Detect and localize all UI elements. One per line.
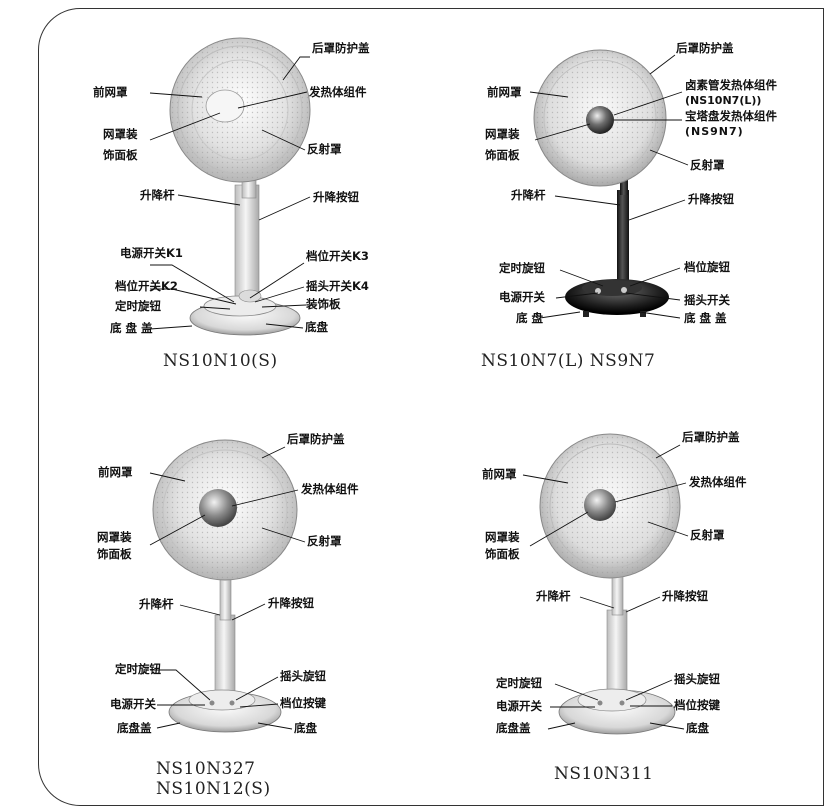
label-timer-knob: 定时旋钮 [499,261,545,275]
label-trim-line1: 网罩装 [485,530,520,544]
leader-lines-1 [149,56,311,330]
label-power-switch-k1: 电源开关K1 [120,246,183,260]
label-halogen-model: (NS10N7(L)) [685,94,762,107]
label-rear-cover: 后罩防护盖 [682,430,740,444]
label-rear-cover: 后罩防护盖 [312,41,370,55]
label-trim-line2: 饰面板 [485,547,520,561]
label-base-cover: 底 盘 盖 [684,311,727,325]
label-base: 底盘 [305,320,328,334]
label-front-grille: 前网罩 [93,85,128,99]
label-trim-line1: 网罩装 [485,127,520,141]
label-swing-switch: 摇头开关 [684,293,730,307]
label-base: 底盘 [294,721,317,735]
model-name-line2: NS10N12(S) [156,779,271,799]
label-deco-panel: 装饰板 [306,297,341,311]
leader-lines-2 [529,54,689,319]
label-power-switch: 电源开关 [499,290,545,304]
heater-illustration-3 [152,439,298,733]
heater-illustration-4 [539,433,681,735]
label-rear-cover: 后罩防护盖 [287,432,345,446]
leader-lines-3 [149,446,306,730]
label-gear-button: 档位按键 [280,696,326,710]
model-name-line1: NS10N327 [156,759,256,779]
label-pole: 升降杆 [536,589,571,603]
label-swing-knob: 摇头旋钮 [674,672,720,686]
heater-illustration-1 [169,37,311,336]
label-reflector: 反射罩 [307,534,342,548]
label-halogen-heater: 卤素管发热体组件 [685,78,777,92]
model-name: NS10N311 [554,764,654,784]
label-pole: 升降杆 [140,188,175,202]
label-heater: 发热体组件 [301,482,359,496]
label-trim-line2: 饰面板 [103,148,138,162]
label-trim-line2: 饰面板 [97,547,132,561]
label-lift-knob: 升降按钮 [313,190,359,204]
label-lift-knob: 升降按钮 [688,192,734,206]
label-pagoda-model: (NS9N7) [685,125,744,138]
label-power-switch: 电源开关 [496,699,542,713]
label-heater: 发热体组件 [309,85,367,99]
label-gear-button: 档位按键 [674,698,720,712]
label-timer-knob: 定时旋钮 [115,299,161,313]
label-heater: 发热体组件 [689,475,747,489]
outer-frame [38,8,824,806]
label-gear-switch-k3: 档位开关K3 [306,249,369,263]
label-trim-line2: 饰面板 [485,148,520,162]
label-power-switch: 电源开关 [110,697,156,711]
model-name: NS10N7(L) NS9N7 [481,351,656,371]
label-swing-knob: 摇头旋钮 [280,669,326,683]
label-gear-switch-k2: 档位开关K2 [115,279,178,293]
heater-illustration-2 [533,49,669,317]
model-name: NS10N10(S) [163,351,278,371]
label-gear-knob: 档位旋钮 [684,260,730,274]
label-rear-cover: 后罩防护盖 [676,41,734,55]
label-front-grille: 前网罩 [98,465,133,479]
label-base-cover: 底 盘 盖 [110,321,153,335]
label-base-cover: 底盘盖 [117,721,152,735]
label-front-grille: 前网罩 [487,85,522,99]
label-trim-line1: 网罩装 [103,127,138,141]
label-pole: 升降杆 [511,188,546,202]
label-reflector: 反射罩 [307,142,342,156]
label-base: 底盘 [686,721,709,735]
label-timer-knob: 定时旋钮 [115,662,161,676]
label-front-grille: 前网罩 [482,467,517,481]
label-trim-line1: 网罩装 [97,530,132,544]
label-base-cover: 底盘盖 [496,721,531,735]
label-lift-knob: 升降按钮 [662,589,708,603]
label-swing-switch-k4: 摇头开关K4 [306,279,369,293]
label-reflector: 反射罩 [690,158,725,172]
label-base: 底 盘 [516,311,544,325]
label-pole: 升降杆 [139,597,174,611]
leader-lines-4 [522,444,689,730]
label-lift-knob: 升降按钮 [268,596,314,610]
label-pagoda-heater: 宝塔盘发热体组件 [685,109,777,123]
label-reflector: 反射罩 [690,528,725,542]
label-timer-knob: 定时旋钮 [496,676,542,690]
